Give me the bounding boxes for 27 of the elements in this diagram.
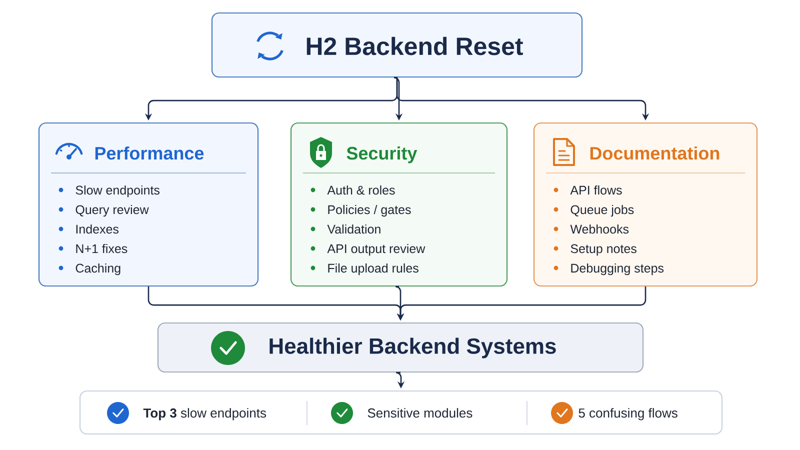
bullet-item: Slow endpoints	[58, 185, 160, 198]
bullet-item: Debugging steps	[554, 263, 664, 276]
bullet-item: Indexes	[58, 224, 119, 234]
bullet-item: API output review	[310, 244, 426, 256]
bullet-item: API flows	[554, 185, 622, 195]
summary-bar	[79, 390, 723, 435]
result-box: Healthier Backend Systems	[157, 322, 644, 373]
bullet-item: Queue jobs	[554, 204, 634, 217]
summary-item: Sensitive modules	[368, 408, 472, 418]
bullet-item: Setup notes	[554, 244, 636, 256]
bullet-item: Query review	[58, 204, 149, 217]
category-card	[533, 122, 758, 287]
card-heading: Security	[346, 146, 418, 164]
bullet-item: Caching	[58, 263, 120, 276]
category-card	[38, 122, 259, 287]
card-heading: Performance	[95, 146, 204, 160]
title-box: H2 Backend Reset	[211, 12, 583, 78]
category-card	[290, 122, 508, 287]
bullet-item: Auth & roles	[310, 185, 395, 195]
card-heading: Documentation	[590, 146, 720, 160]
bullet-item: N+1 fixes	[58, 244, 128, 254]
summary-item: Top 3 slow endpoints	[143, 408, 266, 420]
summary-item: 5 confusing flows	[578, 408, 678, 420]
bullet-item: Webhooks	[554, 224, 629, 234]
bullet-item: Policies / gates	[310, 204, 411, 217]
bullet-item: Validation	[310, 224, 380, 234]
bullet-item: File upload rules	[310, 263, 418, 276]
